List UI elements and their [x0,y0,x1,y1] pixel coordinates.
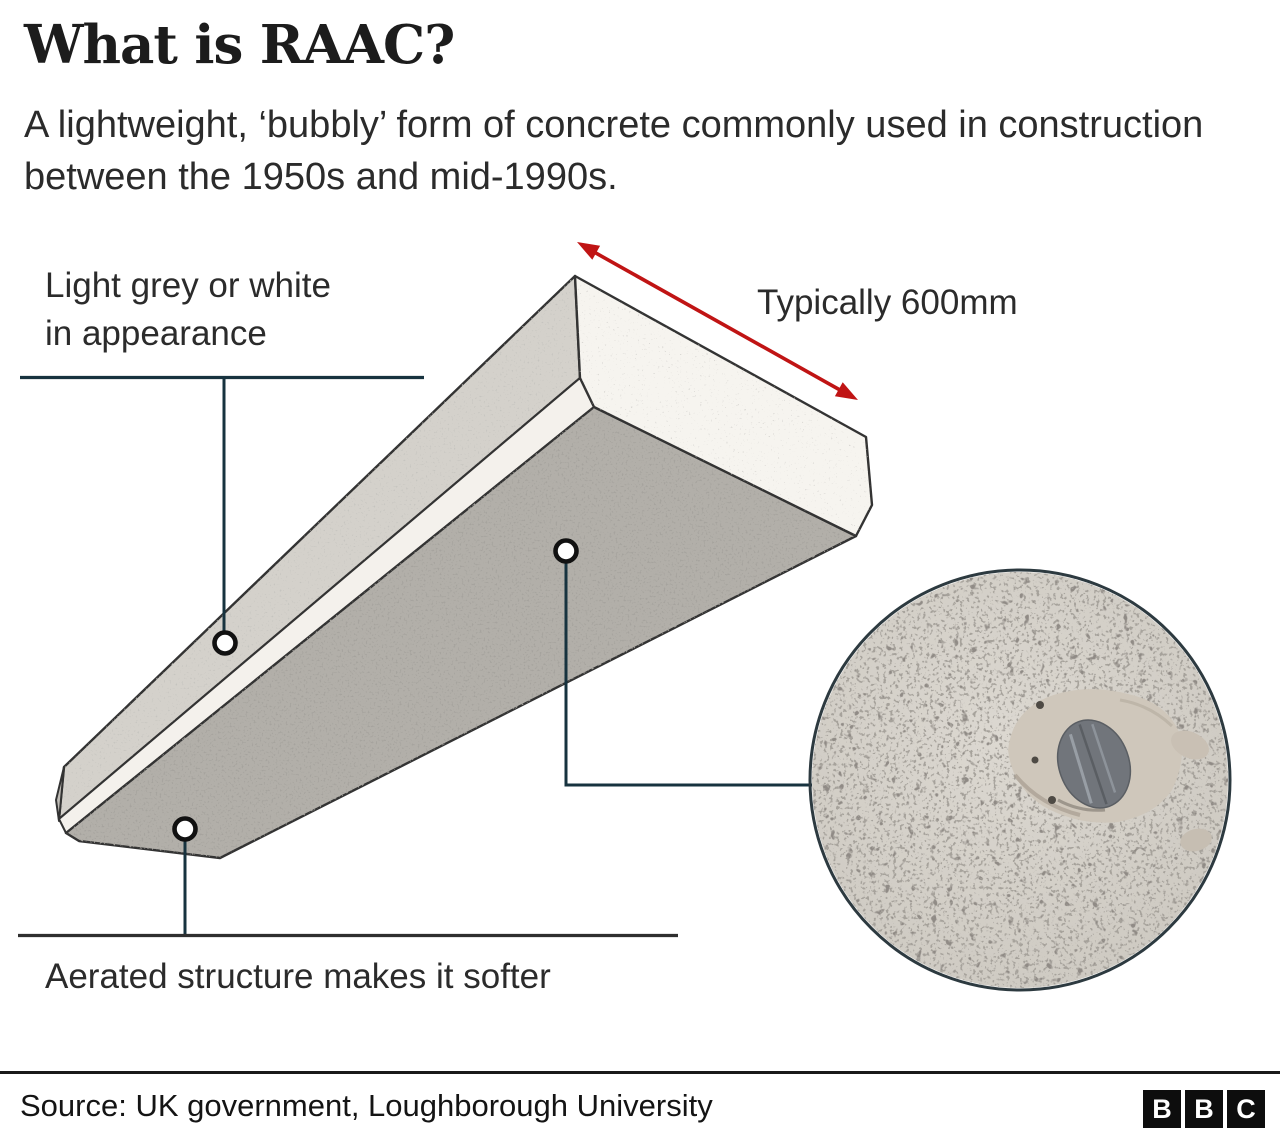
inset-leader-line [564,562,812,787]
texture-inset-photo [812,572,1228,988]
spall-shadow [1013,773,1081,817]
pore-dot-3 [1048,796,1056,804]
concrete-plank [55,274,874,860]
bbc-logo-block-c: C [1227,1090,1265,1128]
label-width: Typically 600mm [757,283,1018,322]
callout-dot-bottom [172,816,198,842]
plank-front-speckle [66,407,856,858]
width-arrow [577,242,858,400]
callout-lines [20,375,812,936]
callout-dot-top-face [212,630,238,656]
label-appearance-line2: in appearance [45,314,267,353]
rebar [1056,719,1132,809]
width-arrow-shaft [593,250,841,392]
rebar-streak-1 [1068,733,1093,804]
spall-crack [1057,798,1106,812]
spall-chip-1 [1171,730,1209,760]
plank-end-speckle [575,276,872,536]
width-arrow-head-right [834,382,858,400]
spall-chip-2 [1180,828,1212,852]
label-appearance-line1: Light grey or white [45,266,331,305]
spall-highlight [1119,698,1174,728]
page-subtitle: A lightweight, ‘bubbly’ form of concrete… [24,104,1204,198]
plank-left-cap [55,766,65,822]
inset-ring [808,568,1232,992]
label-appearance: Light grey or white in appearance [45,262,331,358]
width-arrow-head-left [577,242,601,260]
source-attribution: Source: UK government, Loughborough Univ… [20,1088,713,1123]
footer-divider [0,1071,1280,1074]
bbc-logo-block-b1: B [1143,1090,1181,1128]
callout-markers [172,538,579,842]
plank-top-speckle [59,276,580,819]
label-aerated: Aerated structure makes it softer [45,957,551,996]
rebar-streak-2 [1078,724,1108,805]
rebar-streak-3 [1091,723,1117,793]
callout-dot-front-face [553,538,579,564]
bbc-logo-block-b2: B [1185,1090,1223,1128]
pore-dot-2 [1031,756,1039,764]
page-title: What is RAAC? [24,14,455,76]
bbc-logo: B B C [1143,1090,1265,1128]
pore-dot-1 [1036,701,1044,709]
